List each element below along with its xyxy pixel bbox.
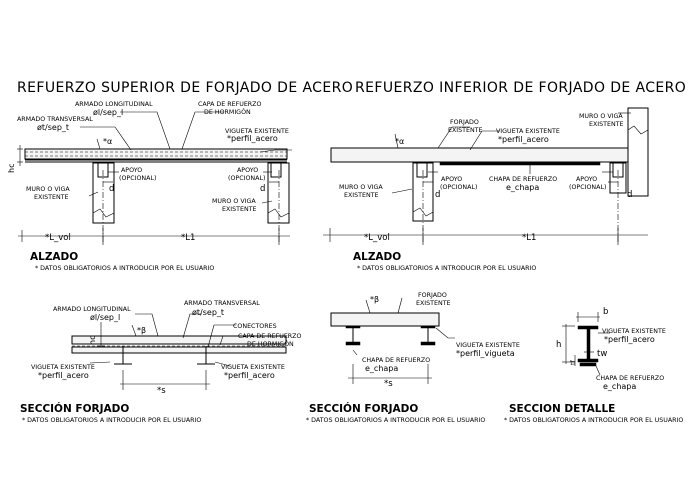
- title-refuerzo-superior: REFUERZO SUPERIOR DE FORJADO DE ACERO: [17, 80, 353, 96]
- label-armado-longitudinal: ARMADO LONGITUDINAL: [75, 101, 153, 108]
- label-hc: hc: [7, 164, 16, 173]
- label-conectores: CONECTORES: [233, 323, 277, 330]
- label-beta: *β: [137, 326, 146, 335]
- label-forjado: FORJADO: [450, 119, 479, 126]
- heading-seccion-detalle: SECCION DETALLE: [509, 403, 615, 415]
- label-muro-top-r-ex: EXISTENTE: [589, 121, 624, 128]
- label-l1: *L1: [181, 233, 195, 243]
- label-forjado-mid-ex: EXISTENTE: [416, 300, 451, 307]
- label-e-chapa-mid: e_chapa: [365, 364, 398, 373]
- alzado-superior-drawing: [17, 111, 292, 246]
- label-d-left-r: d: [435, 190, 440, 200]
- label-apoyo-right-r: APOYO: [576, 176, 597, 183]
- label-vigueta-existente: VIGUETA EXISTENTE: [225, 128, 289, 135]
- label-s: *s: [157, 386, 166, 396]
- label-armado-transversal: ARMADO TRANSVERSAL: [17, 116, 93, 123]
- label-apoyo-left-r-opc: (OPCIONAL): [440, 184, 477, 191]
- label-chapa-refuerzo: CHAPA DE REFUERZO: [489, 176, 557, 183]
- label-perfil-b-left: *perfil_acero: [38, 371, 89, 380]
- label-armado-long-b-var: øl/sep_l: [90, 313, 120, 322]
- label-b: b: [603, 307, 608, 317]
- alzado-inferior-drawing: [323, 107, 649, 246]
- label-apoyo-left: APOYO: [121, 167, 142, 174]
- label-tw: tw: [597, 349, 607, 359]
- label-h: h: [556, 340, 561, 350]
- label-muro-left-ex: EXISTENTE: [34, 194, 69, 201]
- heading-seccion-left: SECCIÓN FORJADO: [20, 402, 129, 415]
- seccion-detalle-drawing: [562, 312, 610, 376]
- label-beta-mid: *β: [370, 295, 379, 304]
- label-l1-r: *L1: [522, 233, 536, 243]
- label-muro-right: MURO O VIGA: [212, 198, 256, 205]
- label-l-vol-r: *L_vol: [364, 233, 390, 243]
- label-muro-left: MURO O VIGA: [26, 186, 70, 193]
- label-apoyo-left-opc: (OPCIONAL): [119, 175, 156, 182]
- label-vigueta-b-right: VIGUETA EXISTENTE: [221, 364, 285, 371]
- label-alpha-r: *α: [395, 137, 404, 146]
- note-seccion-detalle: * DATOS OBLIGATORIOS A INTRODUCIR POR EL…: [504, 417, 683, 424]
- label-chapa-detalle: CHAPA DE REFUERZO: [596, 375, 664, 382]
- label-s-mid: *s: [384, 379, 393, 389]
- label-e-chapa-detalle: e_chapa: [603, 382, 636, 391]
- label-armado-longitudinal-var: øl/sep_l: [93, 108, 123, 117]
- label-capa-refuerzo-b: CAPA DE REFUERZO: [238, 333, 301, 340]
- label-armado-trans-b-var: øt/sep_t: [192, 308, 224, 317]
- label-capa-hormigon-b: DE HORMIGÓN: [247, 339, 294, 348]
- note-seccion-left: * DATOS OBLIGATORIOS A INTRODUCIR POR EL…: [22, 417, 201, 424]
- label-vigueta-b-left: VIGUETA EXISTENTE: [31, 364, 95, 371]
- label-e-chapa: e_chapa: [506, 183, 539, 192]
- label-vigueta-detalle: VIGUETA EXISTENTE: [602, 328, 666, 335]
- label-armado-long-b: ARMADO LONGITUDINAL: [53, 306, 131, 313]
- label-capa-hormigon: DE HORMIGÓN: [204, 107, 251, 116]
- label-perfil-acero-r: *perfil_acero: [498, 135, 549, 144]
- label-muro-right-ex: EXISTENTE: [222, 206, 257, 213]
- label-perfil-vigueta: *perfil_vigueta: [456, 349, 515, 358]
- label-vigueta-existente-r: VIGUETA EXISTENTE: [496, 128, 560, 135]
- label-armado-transversal-var: øt/sep_t: [37, 123, 69, 132]
- label-armado-trans-b: ARMADO TRANSVERSAL: [184, 300, 260, 307]
- seccion-forjado-mid-drawing: [330, 297, 455, 384]
- label-muro-top-r: MURO O VIGA: [579, 113, 623, 120]
- label-apoyo-left-r: APOYO: [441, 176, 462, 183]
- label-d-right-r: d: [627, 190, 632, 200]
- note-seccion-mid: * DATOS OBLIGATORIOS A INTRODUCIR POR EL…: [306, 417, 485, 424]
- label-l-vol: *L_vol: [45, 233, 71, 243]
- label-forjado-mid: FORJADO: [418, 292, 447, 299]
- note-alzado-left: * DATOS OBLIGATORIOS A INTRODUCIR POR EL…: [35, 265, 214, 272]
- label-alpha: *α: [103, 137, 112, 146]
- label-apoyo-right-r-opc: (OPCIONAL): [569, 184, 606, 191]
- label-d-right: d: [260, 184, 265, 194]
- label-tf: tf: [570, 360, 577, 365]
- label-d-left: d: [109, 184, 114, 194]
- label-muro-left-r-ex: EXISTENTE: [344, 192, 379, 199]
- label-muro-left-r: MURO O VIGA: [339, 184, 383, 191]
- label-hc-b: hc: [88, 336, 97, 345]
- label-vigueta-mid: VIGUETA EXISTENTE: [456, 342, 520, 349]
- heading-alzado-right: ALZADO: [353, 251, 401, 263]
- label-perfil-b-right: *perfil_acero: [224, 371, 275, 380]
- label-apoyo-right: APOYO: [237, 167, 258, 174]
- label-forjado-ex: EXISTENTE: [448, 127, 483, 134]
- heading-alzado-left: ALZADO: [30, 251, 78, 263]
- note-alzado-right: * DATOS OBLIGATORIOS A INTRODUCIR POR EL…: [357, 265, 536, 272]
- label-chapa-mid: CHAPA DE REFUERZO: [362, 357, 430, 364]
- seccion-forjado-left-drawing: [71, 313, 287, 390]
- title-refuerzo-inferior: REFUERZO INFERIOR DE FORJADO DE ACERO: [355, 80, 686, 96]
- heading-seccion-mid: SECCIÓN FORJADO: [309, 402, 418, 415]
- label-capa-refuerzo: CAPA DE REFUERZO: [198, 101, 261, 108]
- label-perfil-detalle: *perfil_acero: [604, 335, 655, 344]
- label-perfil-acero: *perfil_acero: [227, 134, 278, 143]
- label-apoyo-right-opc: (OPCIONAL): [228, 175, 265, 182]
